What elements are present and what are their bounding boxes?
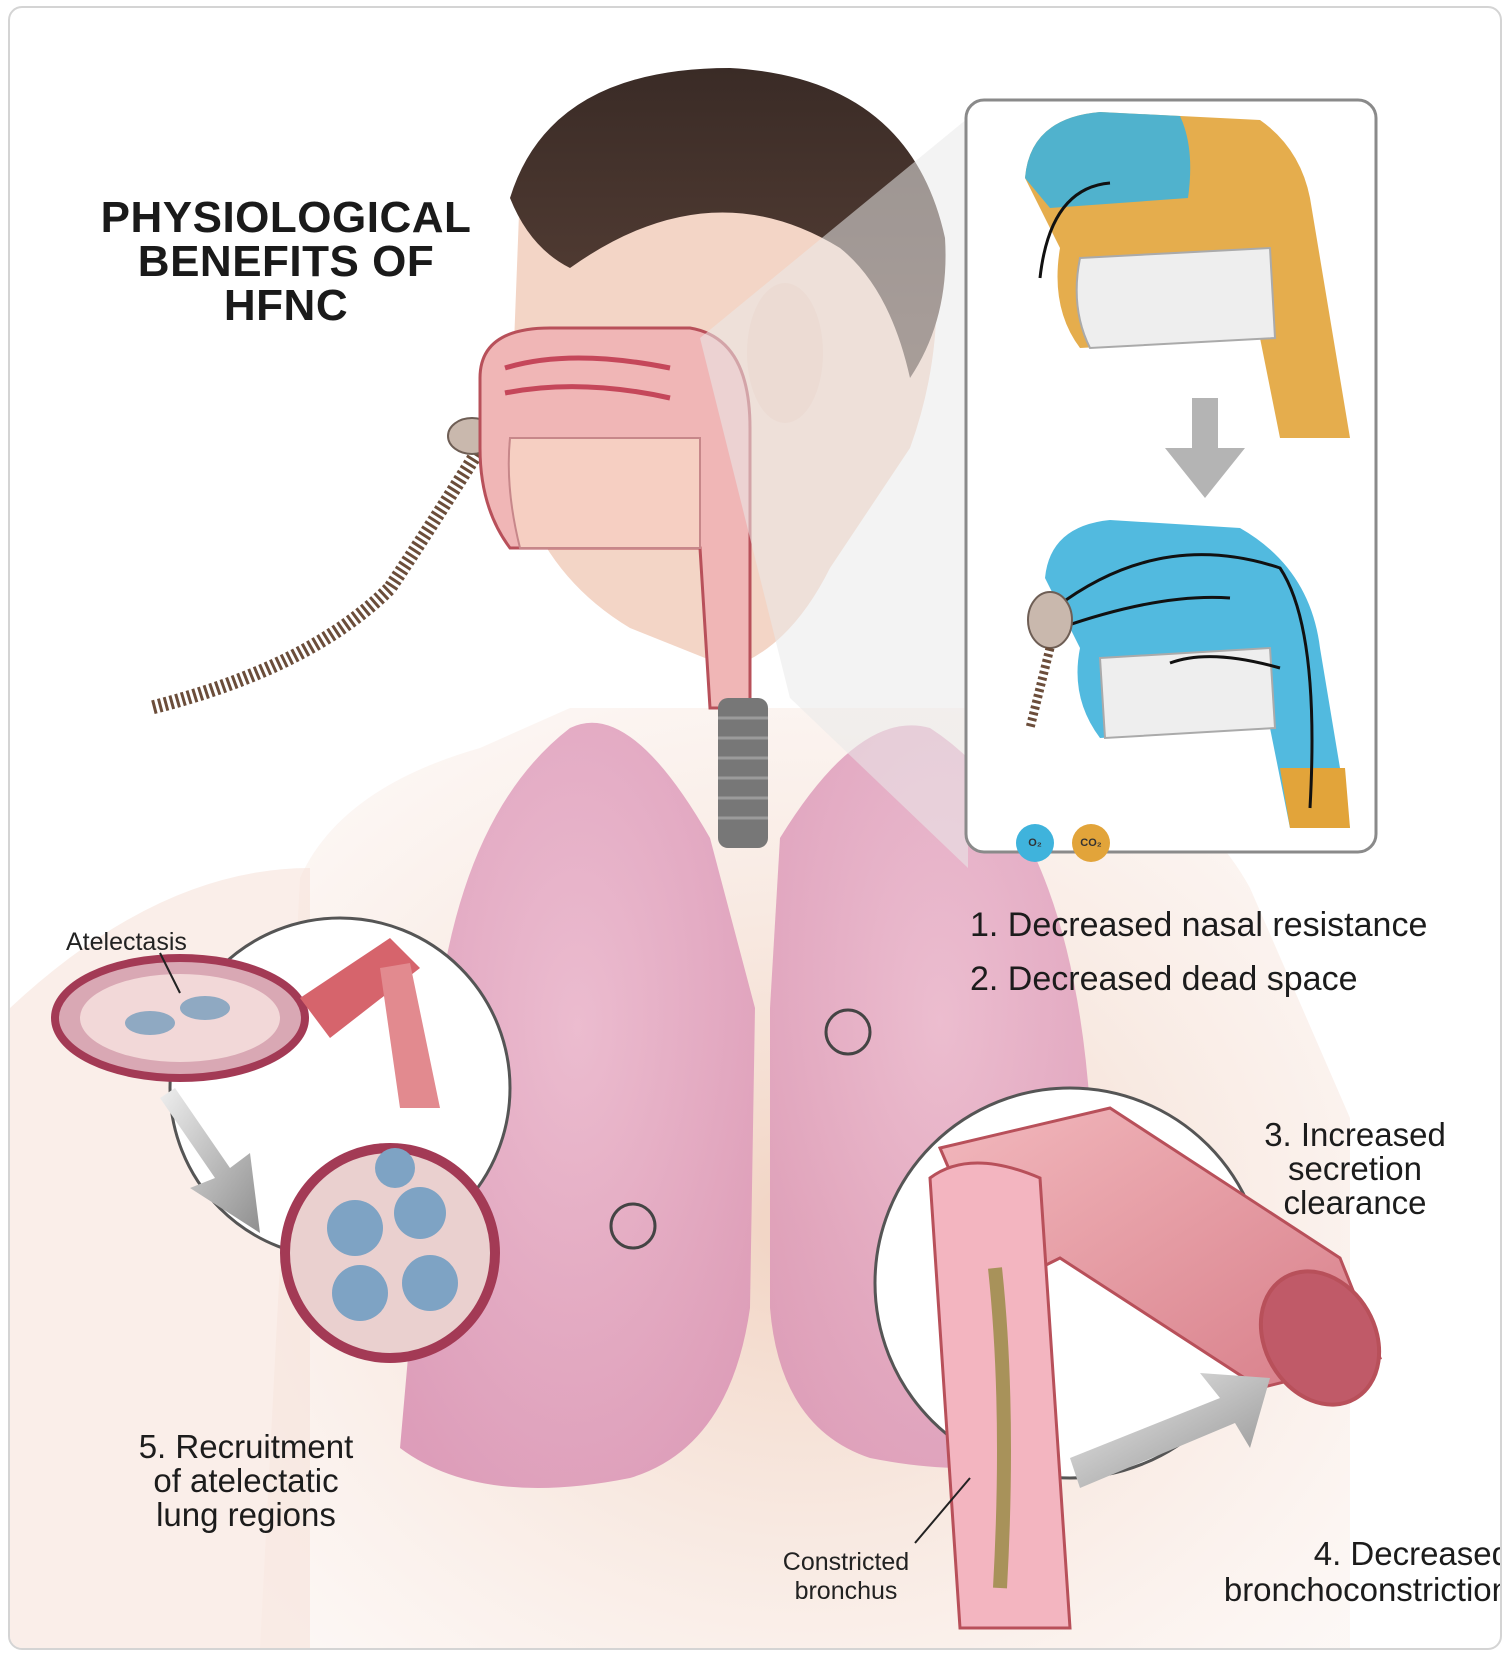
constricted-line-1: Constricted (756, 1548, 936, 1577)
benefit-5-line-2: of atelectatic (96, 1464, 396, 1498)
figure-title: PHYSIOLOGICAL BENEFITS OF HFNC (76, 196, 496, 328)
co2-legend-chip: CO₂ (1072, 824, 1110, 862)
title-line-3: HFNC (76, 284, 496, 328)
benefit-5: 5. Recruitment of atelectatic lung regio… (96, 1430, 396, 1532)
benefit-4-line-2: bronchoconstriction (1140, 1572, 1502, 1608)
benefit-3-line-1: 3. Increased (1210, 1118, 1500, 1152)
airway-section (480, 328, 750, 708)
benefit-5-line-3: lung regions (96, 1498, 396, 1532)
figure-frame: PHYSIOLOGICAL BENEFITS OF HFNC O₂ CO₂ 1.… (8, 6, 1502, 1650)
benefit-4-line-1: 4. Decreased (1140, 1536, 1502, 1572)
constricted-bronchus-callout: Constricted bronchus (756, 1548, 936, 1606)
constricted-line-2: bronchus (756, 1577, 936, 1606)
benefit-3-line-3: clearance (1210, 1186, 1500, 1220)
title-line-2: BENEFITS OF (76, 240, 496, 284)
gas-legend: O₂ CO₂ (1016, 824, 1136, 874)
benefit-2: 2. Decreased dead space (970, 952, 1427, 1006)
cannula-tube (150, 448, 480, 708)
trachea (718, 698, 768, 848)
benefit-4: 4. Decreased bronchoconstriction (1140, 1536, 1502, 1608)
atelectasis-callout: Atelectasis (66, 928, 187, 957)
benefit-3-line-2: secretion (1210, 1152, 1500, 1186)
benefit-3: 3. Increased secretion clearance (1210, 1118, 1500, 1220)
benefit-1: 1. Decreased nasal resistance (970, 898, 1427, 952)
o2-legend-chip: O₂ (1016, 824, 1054, 862)
benefit-5-line-1: 5. Recruitment (96, 1430, 396, 1464)
benefits-1-2: 1. Decreased nasal resistance 2. Decreas… (970, 898, 1427, 1006)
title-line-1: PHYSIOLOGICAL (76, 196, 496, 240)
